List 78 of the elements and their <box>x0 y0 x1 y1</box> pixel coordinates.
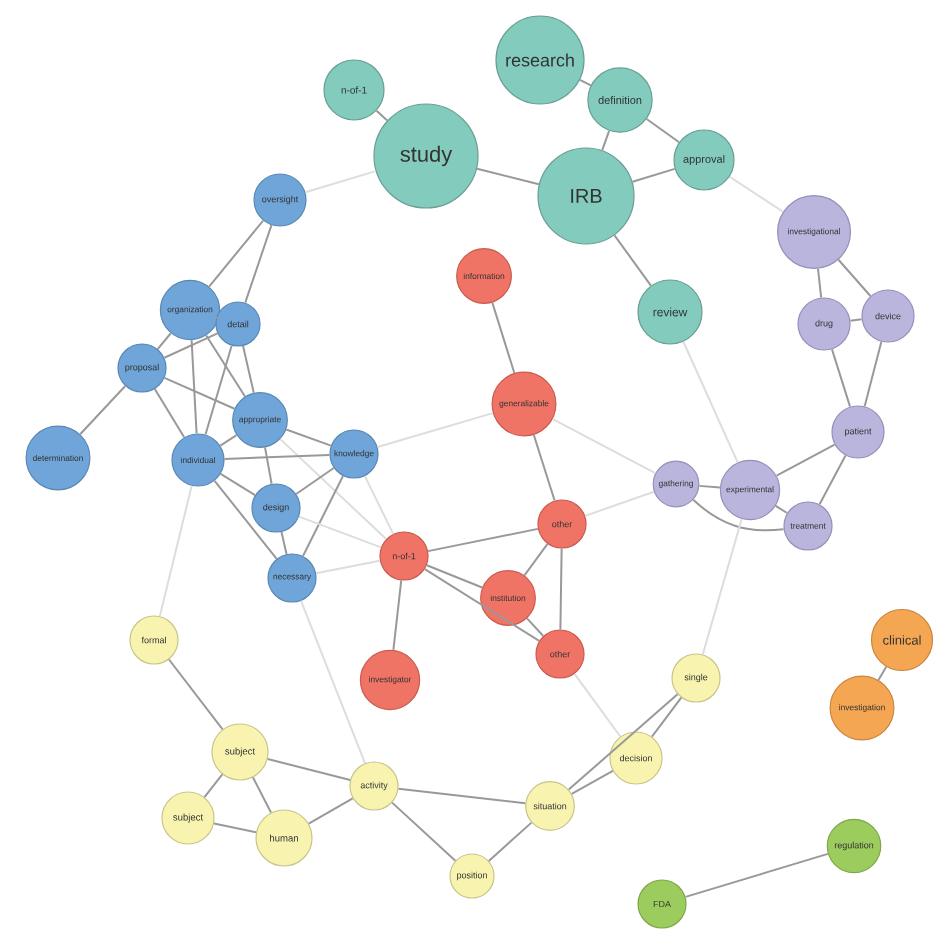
edge-line <box>425 564 484 589</box>
term-node: IRB <box>537 147 635 245</box>
edge-line <box>242 345 255 394</box>
edge-line <box>601 129 611 152</box>
edge-line <box>427 527 539 553</box>
edge-line <box>163 332 219 359</box>
edge-line <box>363 475 395 535</box>
edge-line <box>302 475 344 557</box>
edge-line <box>551 418 657 475</box>
edge-line <box>153 388 186 439</box>
edge-line <box>315 559 381 575</box>
term-node: study <box>373 103 479 209</box>
edge-line <box>219 434 238 447</box>
edge-line <box>701 518 743 656</box>
edge-line <box>279 438 388 541</box>
edge-line <box>204 344 233 436</box>
edge-line <box>79 384 127 436</box>
edge-line <box>208 219 265 288</box>
edge-line <box>156 332 172 351</box>
edge-line <box>203 773 224 799</box>
edge-line <box>774 504 789 514</box>
edge-line <box>684 852 829 898</box>
edge-line <box>223 453 331 460</box>
edge-line <box>264 446 273 485</box>
edge-line <box>190 339 198 435</box>
term-node: research <box>495 15 585 105</box>
edge-line <box>280 530 288 555</box>
edge-line <box>298 515 382 549</box>
edge-line <box>728 175 785 213</box>
edge-line <box>168 658 224 731</box>
edge-line <box>205 334 247 398</box>
edge-line <box>397 787 527 805</box>
edge-line <box>837 258 872 298</box>
edge-line <box>213 479 278 560</box>
edge-line <box>215 316 220 320</box>
edge-line <box>567 693 679 791</box>
edge-line <box>266 758 352 781</box>
edge-line <box>817 267 823 299</box>
edge-line <box>300 599 366 765</box>
edge-line <box>573 672 622 738</box>
edge-line <box>476 167 540 186</box>
edge-line <box>213 822 257 834</box>
edge-line <box>650 696 683 738</box>
edge-line <box>158 484 193 618</box>
edge-line <box>252 776 272 814</box>
edge-line <box>244 224 273 304</box>
edge-line <box>692 498 785 532</box>
edge-line <box>376 412 494 449</box>
edge-line <box>163 376 236 410</box>
edge-line <box>375 109 389 122</box>
edge-line <box>526 617 545 637</box>
edge-line <box>570 769 614 795</box>
edge-line <box>698 484 721 489</box>
edge-line <box>392 579 403 651</box>
edge-line <box>423 568 541 642</box>
edge-line <box>584 490 655 517</box>
edge-line <box>559 547 563 631</box>
edge-line <box>775 443 836 477</box>
edge-line <box>523 542 549 577</box>
edge-line <box>285 428 332 447</box>
edge-line <box>877 665 888 681</box>
edge-line <box>487 821 533 862</box>
edge-line <box>631 167 676 183</box>
edge-line <box>307 797 354 825</box>
edge-line <box>831 348 852 408</box>
edge-line <box>219 472 257 497</box>
edge-line <box>491 301 516 374</box>
edge-line <box>304 170 377 194</box>
edge-line <box>682 340 739 464</box>
edge-line <box>578 78 592 87</box>
edge-line <box>863 340 883 408</box>
edge-line <box>295 467 335 495</box>
edge-line <box>849 318 863 322</box>
edge-line <box>818 454 847 506</box>
edge-line <box>645 118 681 144</box>
edge-line <box>532 433 556 502</box>
edge-line <box>391 801 457 862</box>
edge-line <box>613 234 652 287</box>
